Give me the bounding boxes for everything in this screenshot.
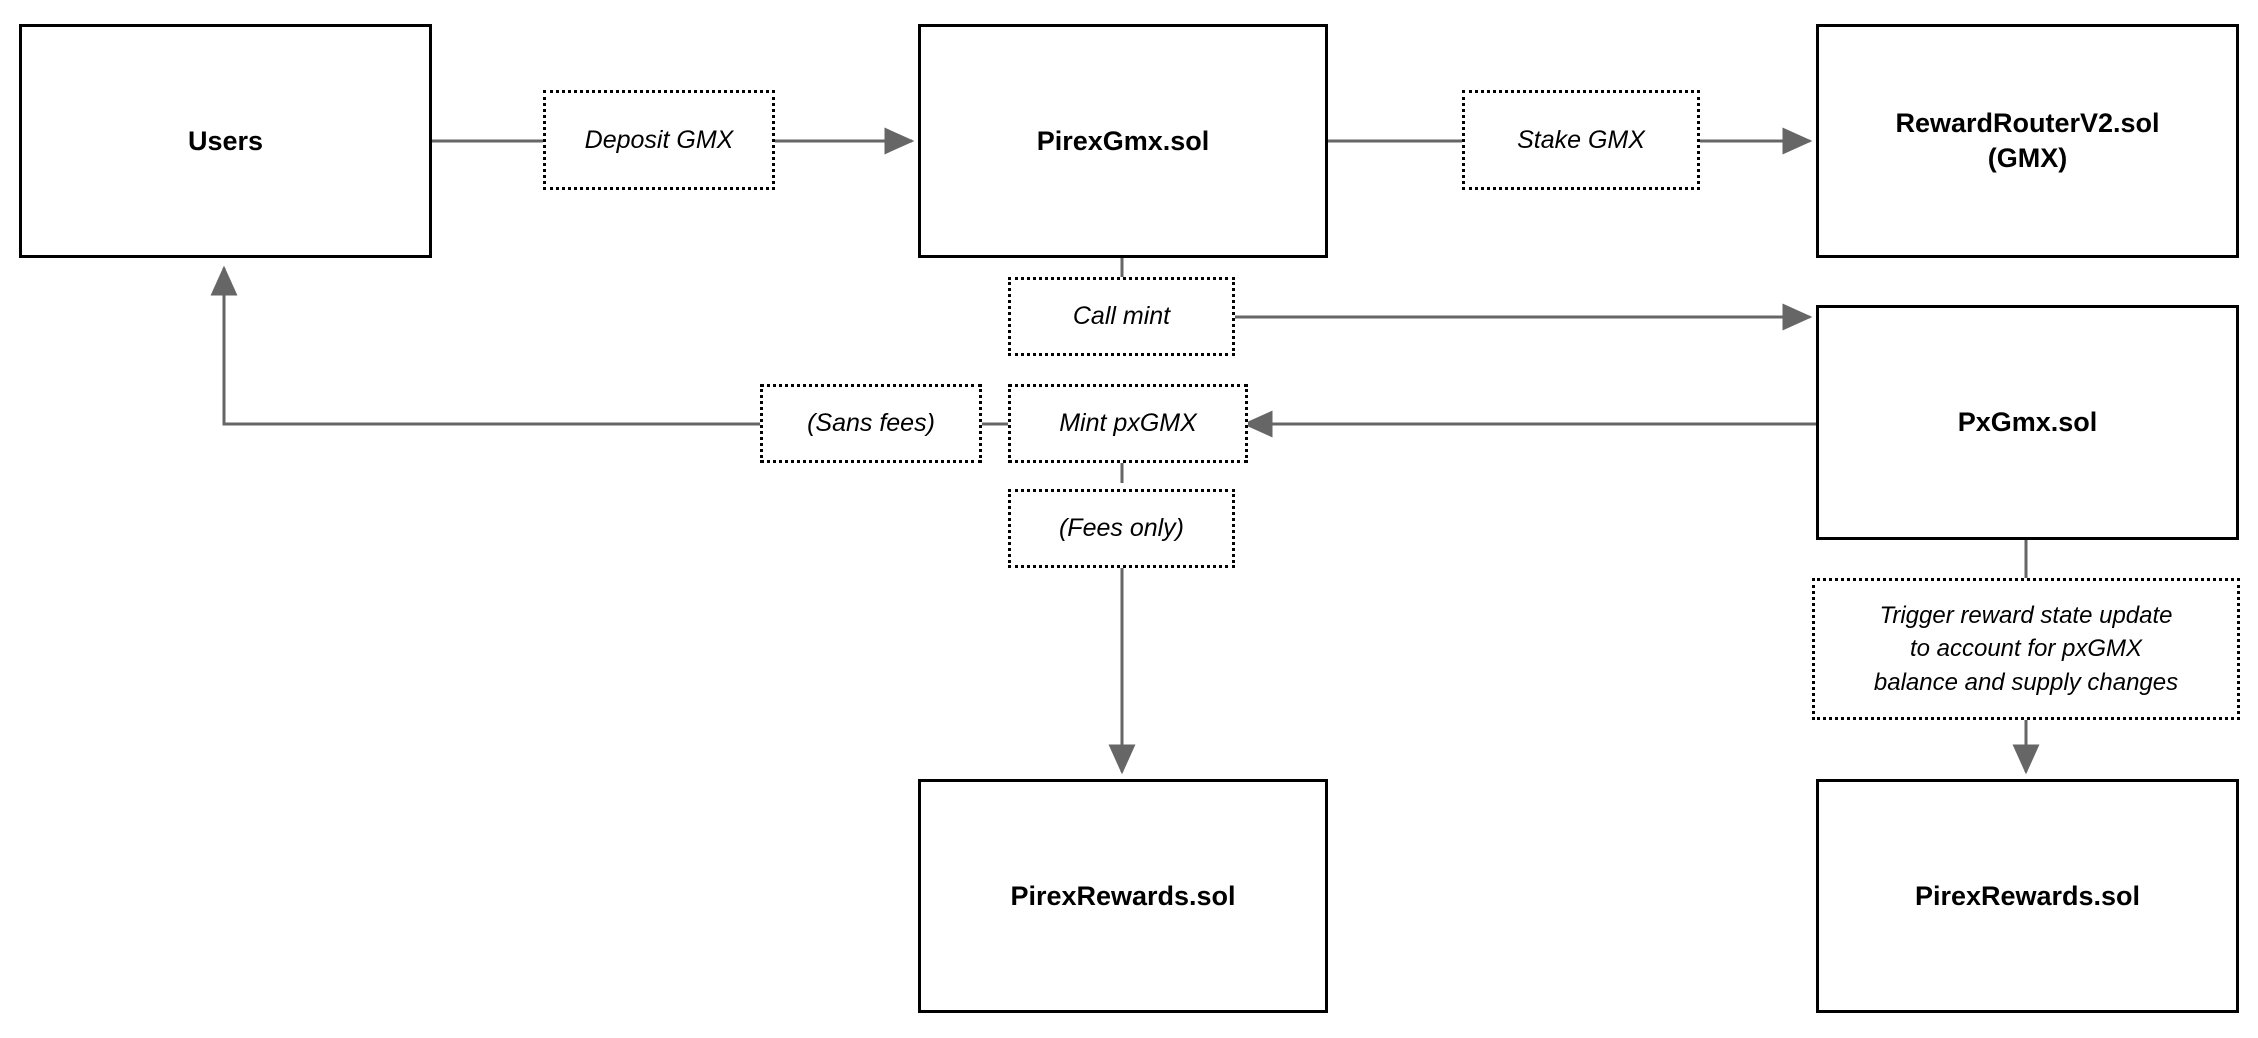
node-rewardrouterv2[interactable]: RewardRouterV2.sol (GMX) [1816, 24, 2239, 258]
edge-label-call-mint[interactable]: Call mint [1008, 277, 1235, 356]
node-users-label: Users [187, 125, 264, 156]
edge-label-fees-only[interactable]: (Fees only) [1008, 489, 1235, 568]
node-rewardrouterv2-label-line2: (GMX) [1987, 143, 2068, 173]
node-rewardrouterv2-label-line1: RewardRouterV2.sol [1895, 108, 2160, 139]
edge-label-stake-gmx[interactable]: Stake GMX [1462, 90, 1700, 190]
node-pirexrewards-right[interactable]: PirexRewards.sol [1816, 779, 2239, 1013]
node-pirexgmx-label: PirexGmx.sol [1036, 125, 1210, 156]
edge-label-deposit-gmx-text: Deposit GMX [584, 125, 734, 154]
node-pirexgmx[interactable]: PirexGmx.sol [918, 24, 1328, 258]
edge-label-trigger-line3: balance and supply changes [1873, 668, 2179, 696]
node-pxgmx-label: PxGmx.sol [1957, 407, 2098, 438]
edge-sansfees-label-to-users [210, 265, 760, 426]
node-users[interactable]: Users [19, 24, 432, 258]
edge-label-trigger-line2: to account for pxGMX [1909, 635, 2143, 663]
node-pirexrewards-middle[interactable]: PirexRewards.sol [918, 779, 1328, 1013]
edge-label-mint-pxgmx[interactable]: Mint pxGMX [1008, 384, 1248, 463]
edge-label-trigger-reward-state-update[interactable]: Trigger reward state update to account f… [1812, 578, 2240, 720]
edge-label-deposit-gmx[interactable]: Deposit GMX [543, 90, 775, 190]
edge-label-trigger-line1: Trigger reward state update [1879, 602, 2173, 630]
edge-label-stake-gmx-text: Stake GMX [1517, 125, 1645, 154]
node-pirexrewards-middle-label: PirexRewards.sol [1010, 880, 1236, 911]
edge-label-fees-only-text: (Fees only) [1058, 514, 1185, 542]
edge-label-mint-pxgmx-text: Mint pxGMX [1059, 409, 1197, 437]
node-pirexrewards-right-label: PirexRewards.sol [1914, 880, 2141, 911]
edge-label-sans-fees[interactable]: (Sans fees) [760, 384, 982, 463]
edge-label-sans-fees-text: (Sans fees) [807, 409, 935, 437]
node-pxgmx[interactable]: PxGmx.sol [1816, 305, 2239, 540]
edge-label-call-mint-text: Call mint [1072, 302, 1171, 330]
